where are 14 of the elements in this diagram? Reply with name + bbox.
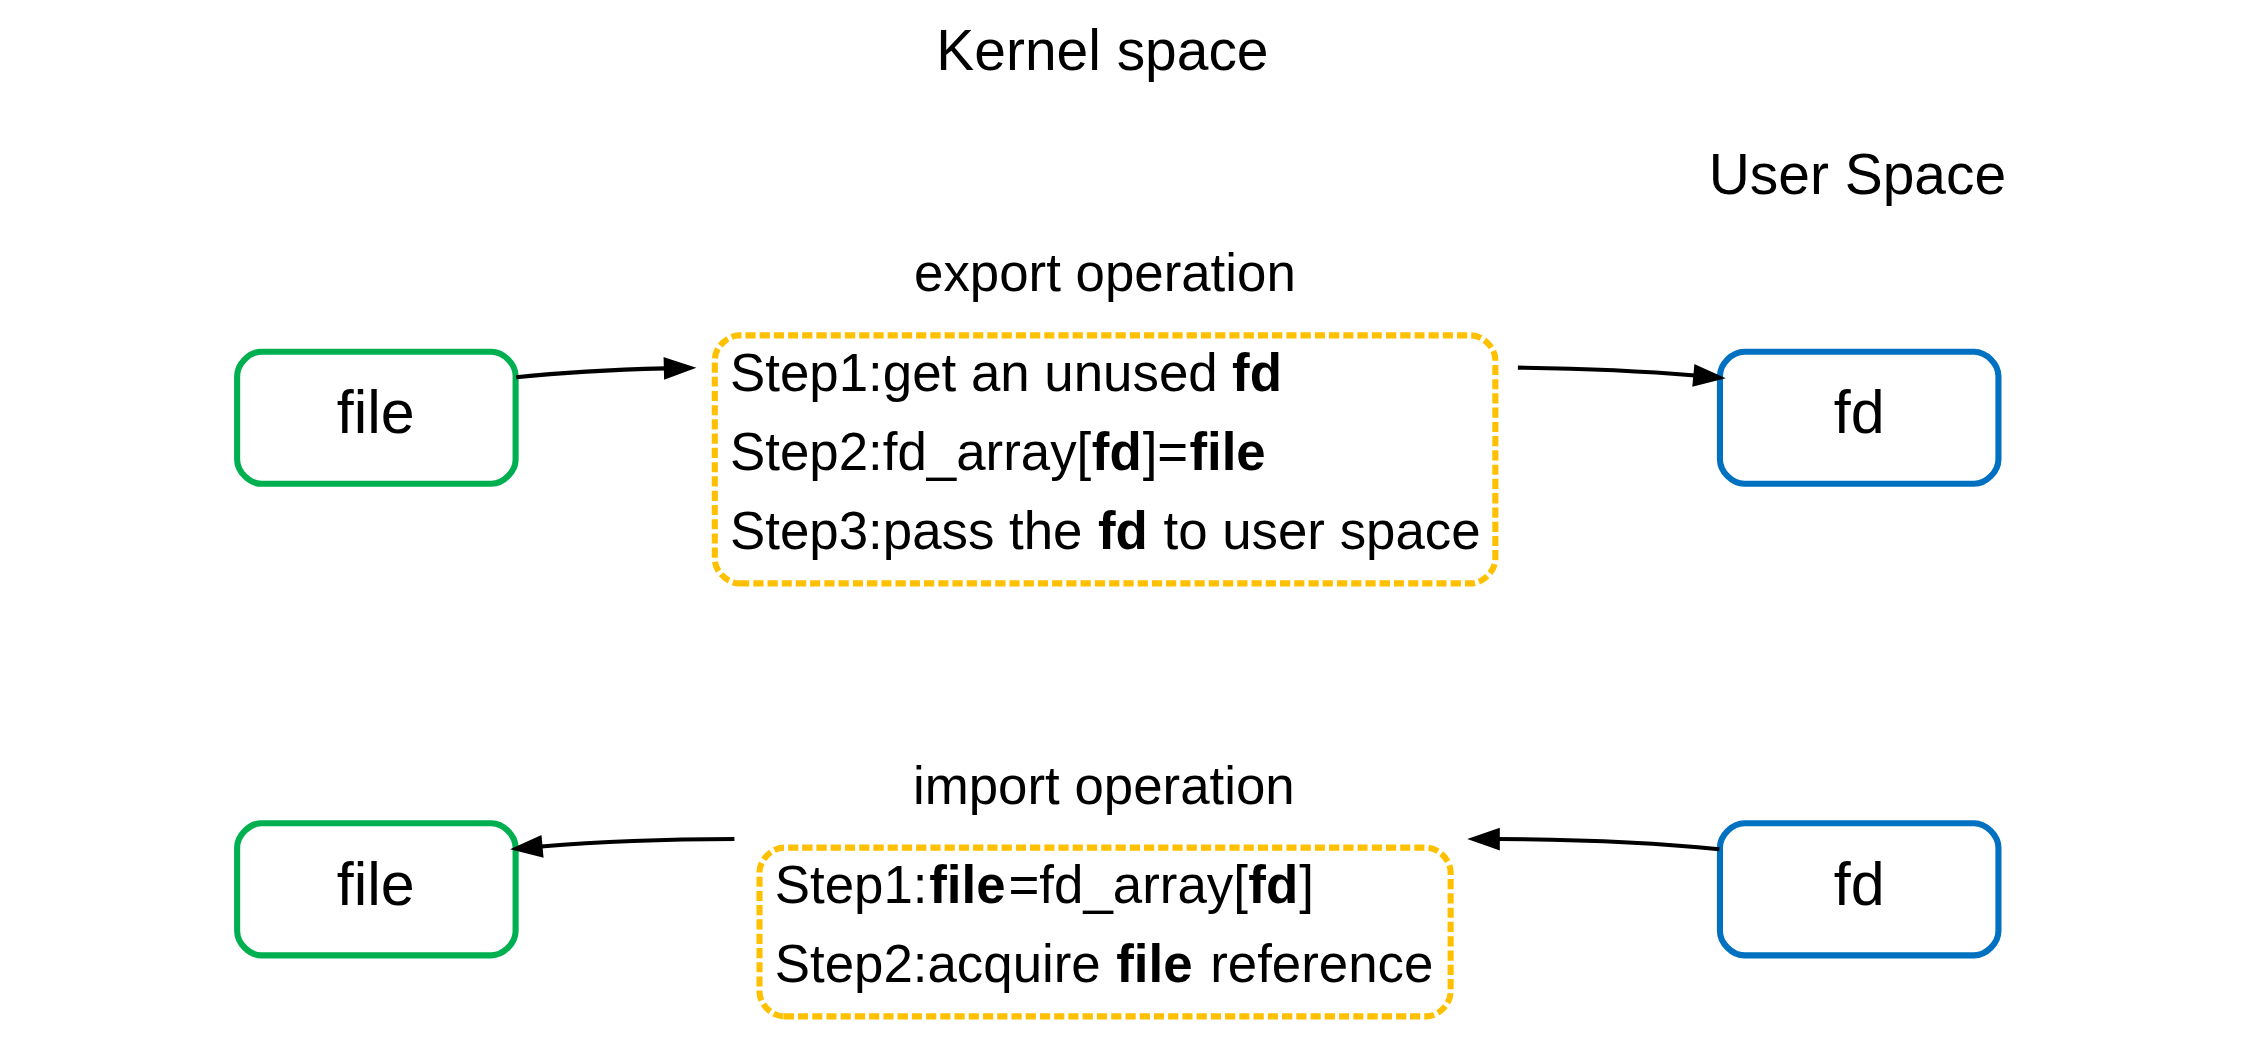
node-box: Step1:get an unused fd Step2:fd_array[fd]=file Step3:pass the fd to user space [711, 332, 1498, 587]
label: Kernel space [935, 17, 1269, 82]
node-label: export operation [913, 243, 1296, 303]
node-box: file [233, 820, 519, 959]
arrow [1517, 363, 1726, 387]
node-box: file [233, 348, 519, 487]
arrow [515, 357, 696, 380]
node-box: Step1:file=fd_array[fd] Step2:acquire file reference [755, 844, 1454, 1020]
node-box: fd [1716, 820, 2001, 959]
node-label: import operation [912, 755, 1295, 815]
node-box: fd [1716, 348, 2001, 487]
arrow [1466, 827, 1720, 852]
label: User Space [1708, 141, 2006, 206]
arrow [509, 835, 734, 858]
